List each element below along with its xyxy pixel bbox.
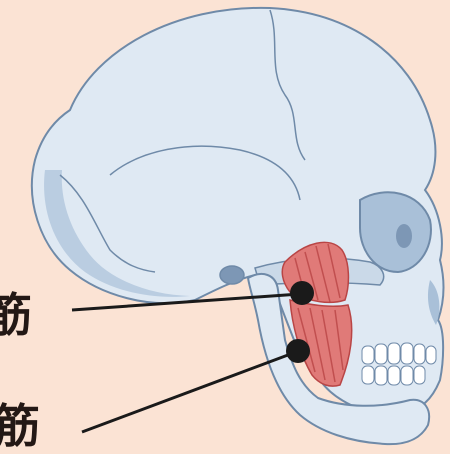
tooth: [388, 366, 400, 385]
tooth: [401, 343, 413, 364]
tooth: [362, 346, 374, 364]
tooth: [414, 366, 425, 384]
orbit-hole: [396, 224, 412, 248]
tooth: [375, 344, 387, 364]
tooth: [375, 366, 387, 385]
tooth: [426, 346, 436, 364]
tooth: [401, 366, 413, 385]
label-lower-muscle: 筋: [0, 403, 40, 449]
dot-marker-upper: [290, 281, 314, 305]
eye-orbit: [360, 192, 431, 272]
tooth: [414, 344, 425, 364]
label-upper-muscle: 筋: [0, 292, 32, 338]
dot-marker-lower: [286, 339, 310, 363]
tooth: [362, 366, 374, 384]
tooth: [388, 343, 400, 364]
pointer-line-lower: [82, 352, 296, 432]
ear-canal: [220, 266, 244, 284]
skull-illustration: [32, 8, 444, 444]
